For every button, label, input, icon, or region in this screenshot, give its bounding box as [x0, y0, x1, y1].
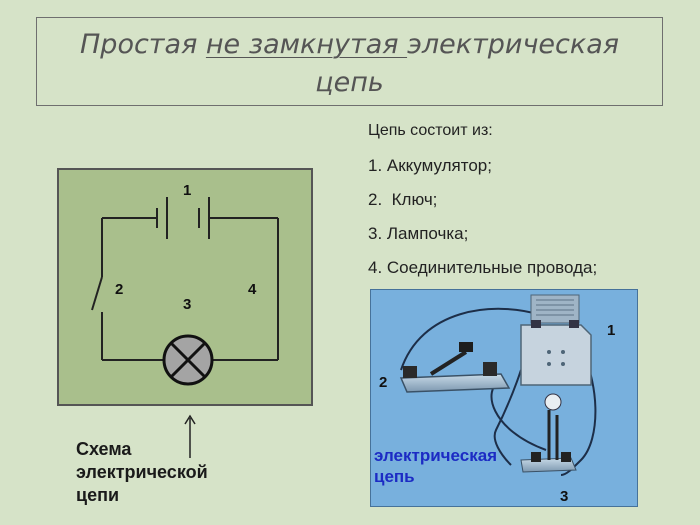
photo-wire	[490, 379, 547, 451]
title-text-after: электрическая	[407, 29, 619, 60]
lamp-symbol	[162, 334, 214, 386]
photo-caption-line: цепь	[374, 467, 415, 486]
schematic-label-lamp: 3	[183, 296, 191, 313]
photo-caption: электрическая цепь	[374, 445, 497, 487]
photo-battery	[520, 294, 592, 386]
schematic-label-wires: 4	[248, 281, 257, 298]
schematic-label-battery: 1	[183, 182, 191, 199]
title-text-before: Простая	[80, 29, 206, 60]
schematic-caption: Схема электрической цепи	[76, 438, 208, 507]
schematic-caption-line: электрической	[76, 462, 208, 482]
circuit-photo-drawing	[399, 294, 597, 476]
circuit-photo: 1 2 3	[370, 289, 638, 507]
title-line-1: Простая не замкнутая электрическая	[37, 26, 662, 64]
parts-list-item: 1. Аккумулятор;	[368, 156, 492, 175]
photo-wire	[400, 307, 542, 371]
photo-label-switch: 2	[379, 374, 388, 391]
schematic-label-switch: 2	[115, 281, 123, 298]
photo-caption-line: электрическая	[374, 446, 498, 465]
parts-list: 1. Аккумулятор; 2. Ключ; 3. Лампочка; 4.…	[368, 155, 597, 291]
title-line-2: цепь	[315, 67, 384, 98]
parts-list-item: 2. Ключ;	[368, 190, 438, 209]
photo-wire	[493, 369, 522, 466]
photo-label-lamp: 3	[560, 488, 569, 505]
photo-switch	[399, 342, 511, 393]
schematic-caption-line: цепи	[76, 485, 120, 505]
circuit-schematic: 1 2 3 4	[91, 182, 279, 386]
photo-label-battery: 1	[607, 322, 616, 339]
parts-list-item: 4. Соединительные провода;	[368, 258, 598, 277]
photo-lamp	[520, 393, 577, 473]
parts-list-item: 3. Лампочка;	[368, 224, 469, 243]
switch-blade	[91, 276, 103, 311]
arrow-up-icon	[184, 414, 196, 458]
circuit-schematic-panel: 1 2 3 4	[57, 168, 313, 406]
parts-heading: Цепь состоит из:	[368, 122, 493, 139]
schematic-caption-line: Схема	[76, 439, 132, 459]
title-box: Простая не замкнутая электрическая цепь	[36, 17, 663, 106]
title-text-underlined: не замкнутая	[205, 29, 408, 60]
